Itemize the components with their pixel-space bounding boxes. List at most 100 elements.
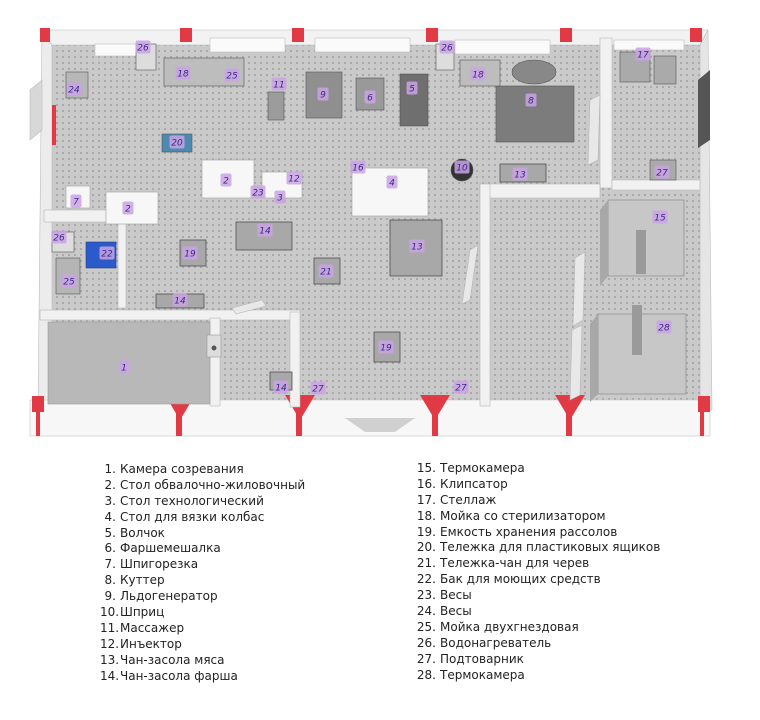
legend-number: 15. — [416, 461, 436, 475]
legend-label: Чан-засола фарша — [120, 668, 238, 683]
legend-number: 19. — [416, 524, 436, 539]
marker-label: 7 — [73, 198, 79, 208]
marker-label: 14 — [259, 227, 271, 237]
marker-label: 19 — [184, 250, 196, 260]
legend-label: Стол технологический — [120, 493, 264, 508]
legend-item: 20.Тележка для пластиковых ящиков — [416, 540, 660, 556]
marker-2: 2 — [122, 201, 134, 215]
marker-9: 9 — [317, 87, 329, 101]
legend-number: 28. — [416, 667, 436, 682]
marker-14: 14 — [172, 293, 188, 307]
legend-number: 23. — [416, 588, 436, 603]
marker-label: 2 — [125, 205, 131, 215]
marker-label: 3 — [277, 194, 283, 204]
legend-label: Весы — [440, 588, 472, 603]
legend-label: Водонагреватель — [440, 635, 552, 650]
marker-16: 16 — [350, 160, 366, 174]
legend-label: Куттер — [120, 573, 165, 588]
legend-number: 11. — [100, 620, 120, 635]
legend-number: 27. — [416, 651, 436, 666]
marker-22: 22 — [99, 246, 115, 260]
legend-item: 6.Фаршемешалка — [100, 541, 305, 557]
legend-item: 16.Клипсатор — [416, 477, 660, 493]
marker-label: 27 — [656, 169, 668, 179]
marker-1: 1 — [118, 360, 130, 374]
marker-label: 18 — [472, 71, 484, 81]
marker-17: 17 — [635, 47, 651, 61]
legend-number: 26. — [416, 635, 436, 650]
marker-11: 11 — [271, 77, 287, 91]
marker-label: 8 — [528, 97, 534, 107]
marker-10: 10 — [454, 160, 470, 174]
legend-number: 1. — [104, 462, 116, 476]
legend-number: 13. — [100, 652, 120, 667]
legend-item: 24.Весы — [416, 604, 660, 620]
legend-number: 2. — [104, 477, 116, 492]
marker-label: 2 — [223, 177, 229, 187]
legend-number: 10. — [100, 605, 120, 620]
legend-item: 3.Стол технологический — [100, 494, 305, 510]
marker-3: 3 — [274, 190, 286, 204]
legend-number: 6. — [104, 541, 116, 556]
marker-8: 8 — [525, 93, 537, 107]
legend-item: 18. Мойка со стерилизатором — [416, 509, 660, 525]
marker-label: 26 — [53, 234, 65, 244]
marker-18: 18 — [175, 66, 191, 80]
marker-27: 27 — [654, 165, 670, 179]
marker-13: 13 — [512, 167, 528, 181]
legend-item: 4.Стол для вязки колбас — [100, 510, 305, 526]
marker-25: 25 — [61, 274, 77, 288]
legend-label: Стол обвалочно-жиловочный — [120, 477, 306, 492]
marker-19: 19 — [182, 246, 198, 260]
legend-label: Стеллаж — [440, 492, 497, 507]
legend-item: 21.Тележка-чан для черев — [416, 556, 660, 572]
legend-label: Стол для вязки колбас — [120, 509, 265, 524]
marker-label: 6 — [367, 94, 373, 104]
legend-number: 12. — [100, 636, 120, 651]
marker-label: 14 — [174, 297, 186, 307]
legend-label: Тележка для пластиковых ящиков — [440, 540, 661, 555]
marker-6: 6 — [364, 90, 376, 104]
marker-label: 13 — [514, 171, 526, 181]
legend-item: 1. Камера созревания — [100, 462, 305, 478]
marker-label: 5 — [409, 85, 415, 95]
legend-label: Термокамера — [440, 461, 525, 475]
marker-13: 13 — [409, 239, 425, 253]
legend-number: 18. — [416, 508, 436, 523]
marker-19: 19 — [378, 340, 394, 354]
legend-left: 1. Камера созревания 2. Стол обвалочно-жило… — [100, 462, 305, 684]
legend-item: 13.Чан-засола мяса — [100, 653, 305, 669]
legend-label: Инъектор — [120, 636, 182, 651]
legend-number: 17. — [416, 492, 436, 507]
legend-label: Камера созревания — [120, 462, 244, 476]
marker-label: 13 — [411, 243, 423, 253]
marker-26: 26 — [135, 40, 151, 54]
legend-item: 14.Чан-засола фарша — [100, 669, 305, 685]
legend-label: Мойка со стерилизатором — [440, 508, 606, 523]
legend-item: 5.Волчок — [100, 526, 305, 542]
legend-number: 25. — [416, 619, 436, 634]
legend-label: Массажер — [120, 620, 185, 635]
legend-item: 19.Емкость хранения рассолов — [416, 525, 660, 541]
marker-20: 20 — [169, 135, 185, 149]
back-windows — [94, 37, 685, 57]
legend-item: 26. Водонагреватель — [416, 636, 660, 652]
legend-item: 17. Стеллаж — [416, 493, 660, 509]
marker-label: 26 — [441, 44, 453, 54]
legend-label: Шприц — [120, 605, 165, 620]
floor-plan: 1223456789101112131314141415161718181919… — [29, 28, 713, 437]
marker-5: 5 — [406, 81, 418, 95]
marker-18: 18 — [470, 67, 486, 81]
legend-number: 22. — [416, 572, 436, 587]
legend-number: 9. — [104, 589, 116, 604]
marker-label: 11 — [273, 81, 284, 91]
marker-12: 12 — [286, 171, 302, 185]
legend-label: Мойка двухгнездовая — [440, 619, 579, 634]
marker-label: 26 — [137, 44, 149, 54]
marker-label: 1 — [121, 364, 127, 374]
marker-label: 22 — [101, 250, 113, 260]
legend-item: 15. Термокамера — [416, 461, 660, 477]
ripening-chamber — [47, 321, 222, 405]
